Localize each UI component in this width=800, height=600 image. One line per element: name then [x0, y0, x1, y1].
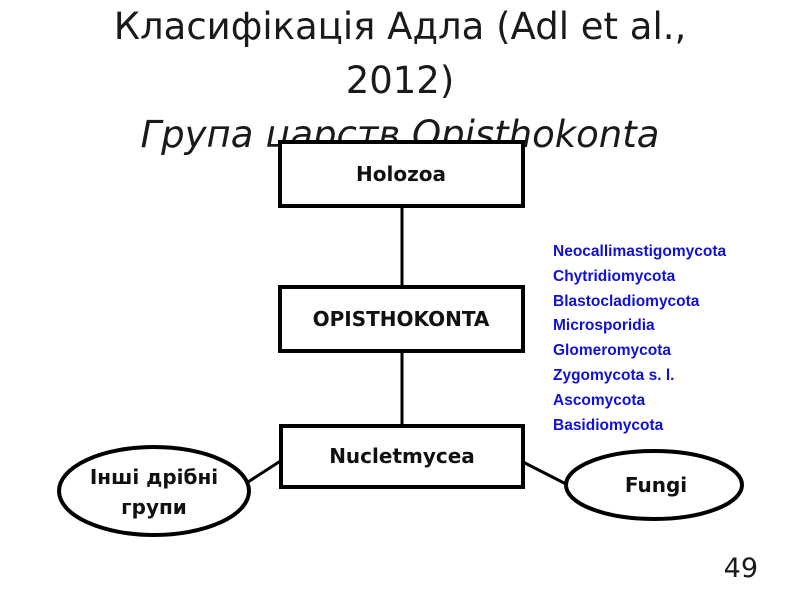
- fungi-label: Fungi: [625, 473, 687, 497]
- fungi-group-item: Blastocladiomycota: [553, 292, 700, 310]
- slide-title: Класифікація Адла (Adl et al., 2012) Гру…: [40, 0, 760, 160]
- nucletmycea-box: Nucletmycea: [279, 424, 525, 489]
- fungi-group-item: Zygomycota s. l.: [553, 366, 675, 384]
- holozoa-box: Holozoa: [278, 140, 525, 208]
- holozoa-label: Holozoa: [356, 162, 446, 186]
- opisthokonta-label: OPISTHOKONTA: [313, 307, 490, 331]
- page-number: 49: [723, 553, 758, 584]
- other-groups-label-line-2: групи: [121, 495, 187, 519]
- opisthokonta-box: OPISTHOKONTA: [278, 285, 525, 353]
- fungi-group-item: Glomeromycota: [553, 342, 672, 360]
- connector-nucletmycea-other-groups: [247, 458, 283, 484]
- fungi-group-item: Chytridiomycota: [553, 267, 676, 285]
- title-line-2: 2012): [345, 59, 455, 102]
- fungi-group-item: Basidiomycota: [553, 416, 664, 434]
- other-groups-label-line-1: Інші дрібні: [90, 465, 218, 489]
- fungi-group-item: Microsporidia: [553, 317, 655, 335]
- title-line-1: Класифікація Адла (Adl et al.,: [113, 5, 687, 48]
- fungi-group-item: Neocallimastigomycota: [553, 243, 727, 260]
- other-groups-ellipse: Інші дрібні групи: [57, 445, 251, 537]
- fungi-ellipse: Fungi: [564, 449, 744, 521]
- connector-nucletmycea-fungi: [522, 460, 567, 486]
- fungi-group-item: Ascomycota: [553, 391, 646, 409]
- nucletmycea-label: Nucletmycea: [329, 444, 475, 468]
